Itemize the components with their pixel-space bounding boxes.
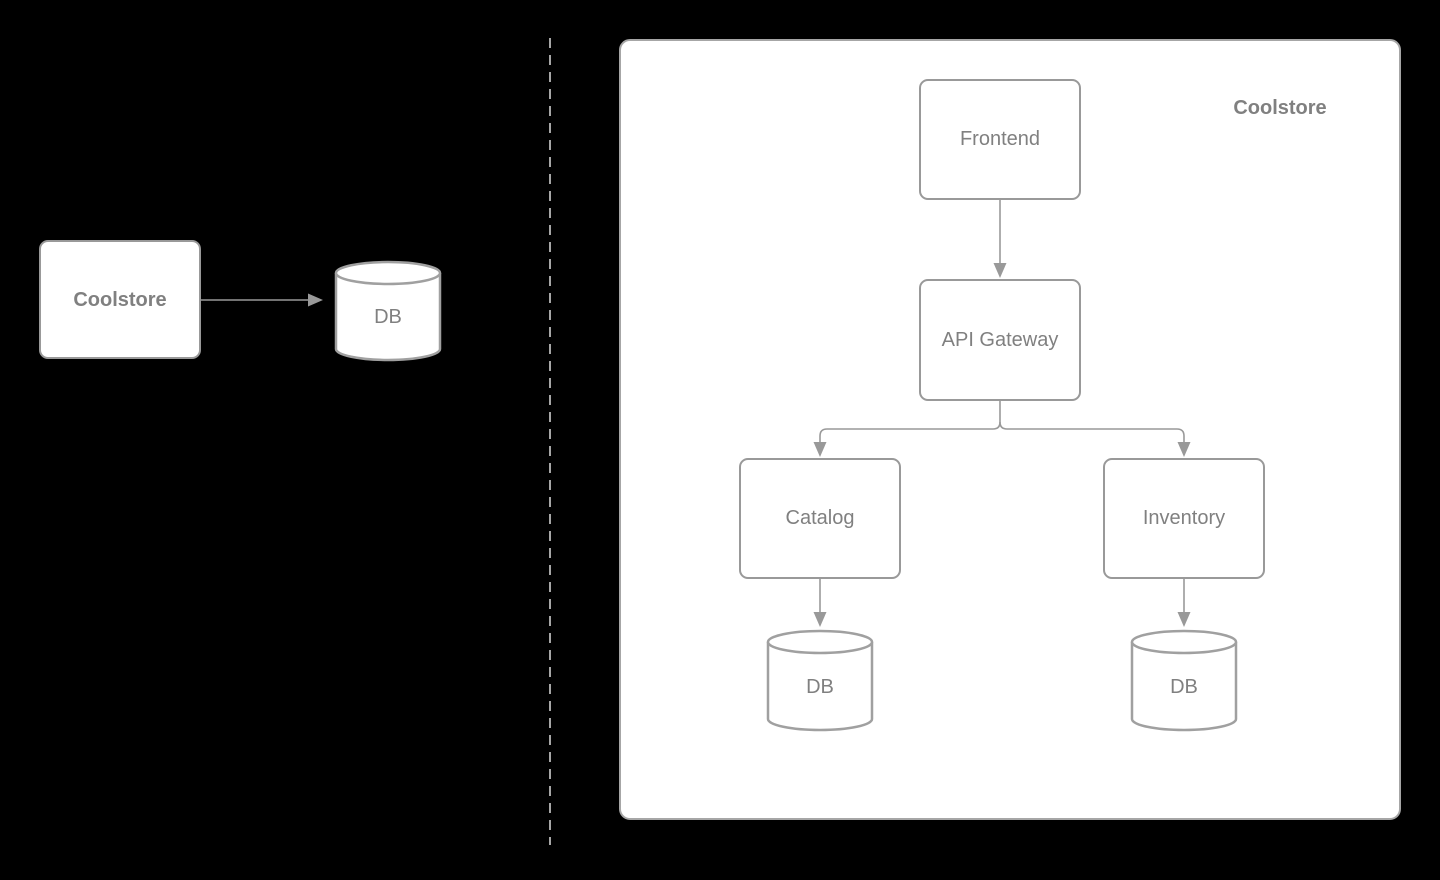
inventory-label: Inventory — [1143, 507, 1225, 529]
catalog-db-cylinder: DB — [766, 629, 874, 732]
microservices-diagram: Coolstore Frontend API Gateway Catalog I… — [619, 39, 1401, 820]
database-cylinder-icon — [1130, 642, 1238, 732]
inventory-to-db-arrowhead-icon — [1177, 612, 1191, 627]
database-cylinder-icon — [766, 642, 874, 732]
frontend-to-gateway-arrowhead-icon — [993, 263, 1007, 278]
api-gateway-label: API Gateway — [942, 329, 1059, 351]
catalog-db-label: DB — [806, 676, 834, 698]
monolith-diagram: Coolstore DB — [39, 240, 442, 362]
gateway-to-inventory-connector — [999, 421, 1185, 443]
inventory-db-label: DB — [1170, 676, 1198, 698]
monolith-to-db-arrowhead-icon — [308, 293, 323, 307]
database-cylinder-top-icon — [1130, 629, 1238, 655]
monolith-coolstore-label: Coolstore — [73, 289, 166, 311]
catalog-to-db-arrowhead-icon — [813, 612, 827, 627]
frontend-label: Frontend — [960, 128, 1040, 150]
database-cylinder-top-icon — [334, 260, 442, 286]
catalog-label: Catalog — [786, 507, 855, 529]
database-cylinder-top-icon — [766, 629, 874, 655]
monolith-db-cylinder: DB — [334, 260, 442, 362]
gateway-to-catalog-arrowhead-icon — [813, 442, 827, 457]
database-cylinder-icon — [334, 273, 442, 362]
inventory-db-cylinder: DB — [1130, 629, 1238, 732]
coolstore-container-title: Coolstore — [1233, 97, 1326, 119]
gateway-to-inventory-arrowhead-icon — [1177, 442, 1191, 457]
monolith-db-label: DB — [374, 306, 402, 328]
